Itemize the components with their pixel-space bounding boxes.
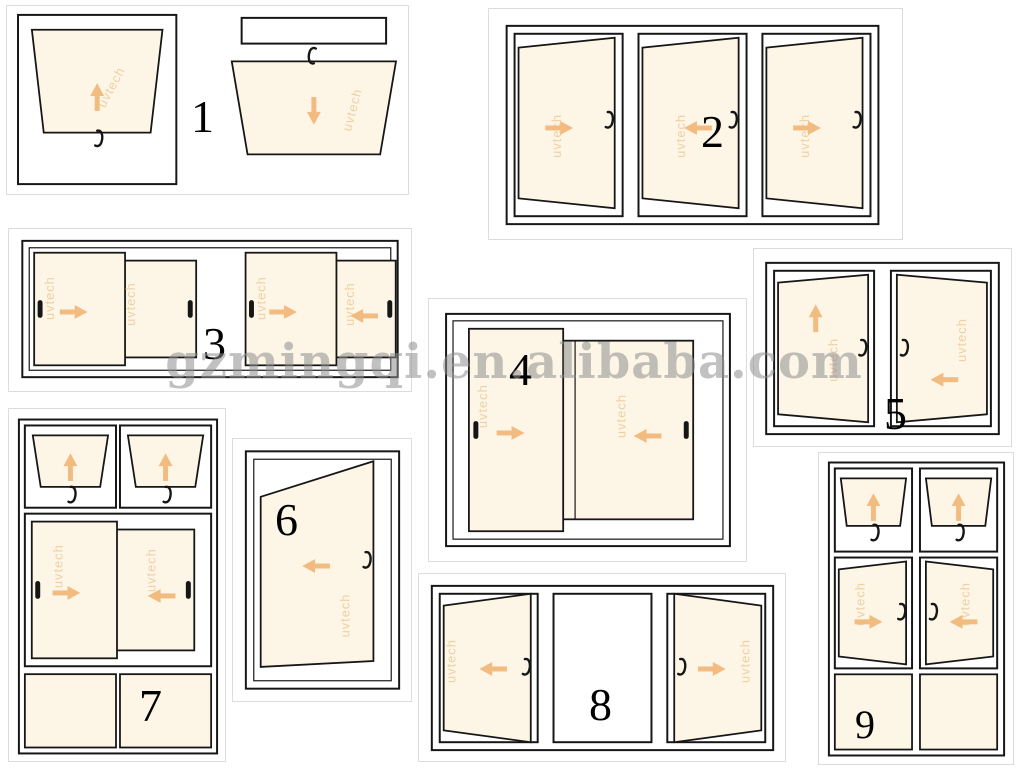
panel-label-3: 3: [203, 318, 226, 369]
casement-sash-middle-right: uvtech: [918, 556, 999, 670]
sliding-sash-right: [557, 339, 695, 521]
window-diagram-panel-2: uvtech uvtech uvtech 2: [488, 8, 903, 240]
slide-handle-icon: [187, 300, 193, 318]
awning-window-top-right: [118, 424, 213, 509]
fixed-pane: [119, 673, 213, 749]
panel-label-5: 5: [884, 388, 907, 439]
window-sash: [777, 273, 870, 424]
pane-brand-watermark: uvtech: [673, 114, 688, 158]
window-sash: [925, 560, 995, 666]
panel-label-4: 4: [509, 344, 532, 395]
pane-brand-watermark: uvtech: [957, 582, 972, 626]
slide-handle-icon: [185, 581, 191, 599]
pane-brand-watermark: uvtech: [797, 114, 812, 158]
bottom-hung-awning-window: uvtech: [230, 16, 398, 156]
pane-brand-watermark: uvtech: [51, 544, 66, 588]
panel-label-1: 1: [191, 91, 214, 142]
meeting-stile-line: [562, 340, 576, 520]
panel-label-2: 2: [701, 106, 724, 157]
casement-sash-right: uvtech: [761, 32, 872, 218]
pane-brand-watermark: uvtech: [475, 384, 490, 428]
panel-label-9: 9: [855, 702, 875, 747]
fixed-pane: [833, 673, 913, 751]
panel-5-drawing: uvtech uvtech: [765, 261, 1000, 436]
sliding-sash-front-left: [33, 251, 126, 367]
window-sash: [517, 36, 616, 210]
pane-brand-watermark: uvtech: [123, 282, 138, 326]
pane-brand-watermark: uvtech: [342, 282, 357, 326]
pane-brand-watermark: uvtech: [253, 276, 268, 320]
pane-brand-watermark: uvtech: [614, 394, 629, 438]
window-diagram-panel-3: uvtech uvtech uvtech uvtech 3: [8, 228, 412, 392]
window-diagram-panel-7: uvtech uvtech 7: [8, 408, 226, 762]
panel-4-drawing: uvtech uvtech: [445, 312, 731, 548]
pane-brand-watermark: uvtech: [825, 338, 840, 382]
window-sash: [837, 560, 907, 666]
sliding-sash-back: [112, 528, 196, 652]
inner-frame-line: [253, 458, 392, 682]
window-diagram-panel-9: uvtech uvtech 9: [818, 452, 1014, 765]
panel-2-drawing: uvtech uvtech uvtech: [505, 24, 880, 226]
window-sash: [895, 273, 988, 424]
window-sash: [30, 28, 164, 134]
casement-sash-left: uvtech: [773, 269, 876, 428]
window-diagram-panel-1: uvtech uvtech 1: [6, 5, 409, 195]
fixed-pane: [552, 592, 653, 744]
pane-brand-watermark: uvtech: [853, 582, 868, 626]
casement-sash-middle-left: uvtech: [833, 556, 914, 670]
casement-sash-left: uvtech: [513, 32, 624, 218]
slide-handle-icon: [37, 300, 43, 318]
panel-3-drawing: uvtech uvtech uvtech uvtech: [21, 239, 399, 379]
pane-brand-watermark: uvtech: [954, 318, 969, 362]
panel-6-drawing: uvtech: [244, 450, 401, 690]
awning-window-top-right: [918, 467, 999, 553]
slide-handle-icon: [249, 300, 254, 318]
panel-label-6: 6: [275, 494, 298, 545]
slide-handle-icon: [35, 581, 41, 599]
fixed-pane: [919, 673, 999, 751]
casement-sash-right: uvtech: [889, 269, 992, 428]
window-diagram-panel-5: uvtech uvtech 5: [753, 248, 1012, 447]
sliding-window-middle: uvtech uvtech: [23, 512, 213, 668]
casement-sash-left: uvtech: [438, 592, 539, 744]
casement-sash-middle: uvtech: [637, 32, 748, 218]
pane-brand-watermark: uvtech: [338, 594, 353, 638]
window-sash: [641, 36, 740, 210]
inner-frame-line: [452, 320, 724, 540]
casement-sash-right: uvtech: [666, 592, 767, 744]
pane-brand-watermark: uvtech: [737, 639, 752, 683]
panel-label-7: 7: [139, 680, 162, 731]
awning-window-top-left: [23, 424, 117, 509]
pane-brand-watermark: uvtech: [444, 639, 459, 683]
awning-window-top-left: [833, 467, 914, 553]
slide-handle-icon: [683, 421, 689, 439]
slide-handle-icon: [473, 421, 479, 439]
panel-1-drawing: uvtech uvtech: [17, 13, 398, 186]
pane-brand-watermark: uvtech: [42, 276, 57, 320]
top-hung-awning-window: uvtech: [17, 13, 178, 186]
window-diagram-panel-4: uvtech uvtech 4: [428, 298, 747, 562]
pane-brand-watermark: uvtech: [549, 114, 564, 158]
panel-9-drawing: uvtech uvtech: [827, 461, 1006, 757]
window-diagram-panel-6: uvtech 6: [232, 438, 412, 702]
panel-label-8: 8: [589, 679, 612, 730]
window-frame: [240, 16, 388, 45]
window-diagram-panel-8: uvtech uvtech 8: [418, 573, 786, 762]
window-sash: [765, 36, 864, 210]
pane-brand-watermark: uvtech: [144, 548, 159, 592]
slide-handle-icon: [387, 300, 393, 318]
fixed-pane: [23, 673, 117, 749]
panel-7-drawing: uvtech uvtech: [17, 418, 219, 755]
panel-8-drawing: uvtech uvtech: [430, 584, 775, 752]
